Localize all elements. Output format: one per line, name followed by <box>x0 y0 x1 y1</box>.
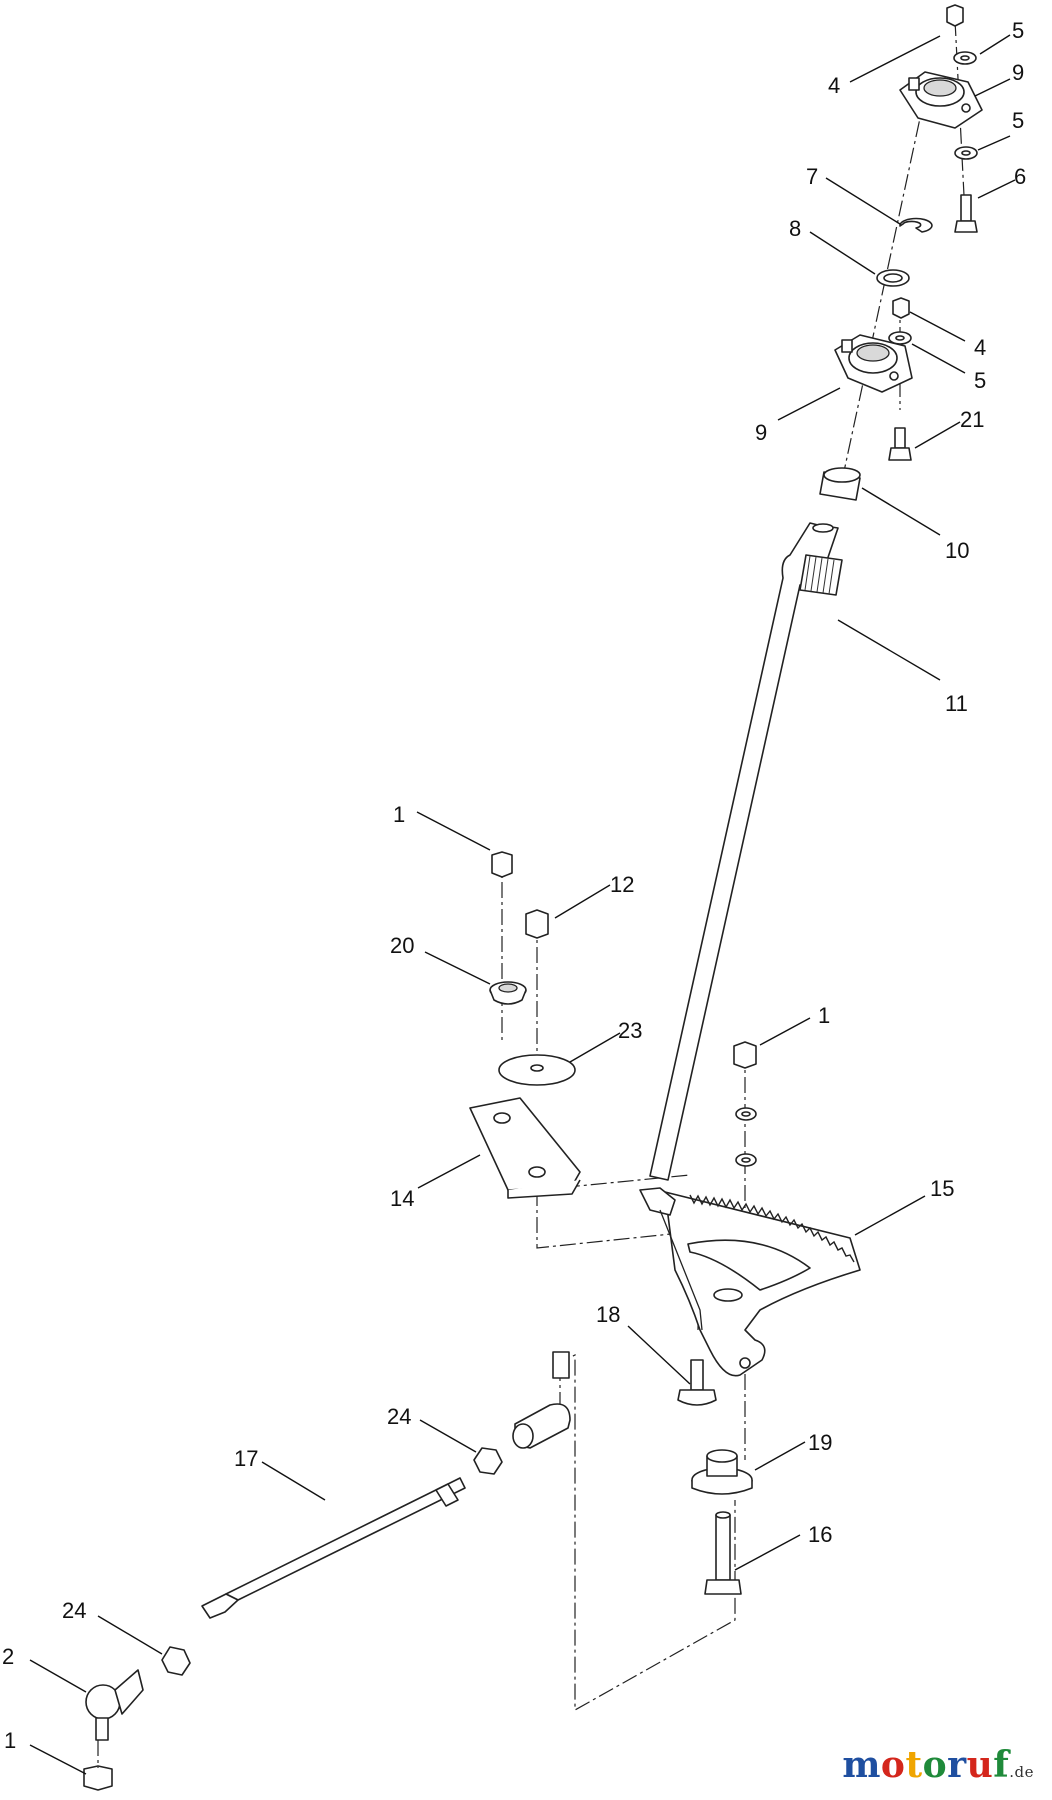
steering-shaft-assembly <box>649 467 861 1181</box>
callout-11: 11 <box>945 691 968 716</box>
nut-1-bottom <box>83 1765 113 1791</box>
steering-shaft-11 <box>649 522 843 1181</box>
callout-24-upper: 24 <box>387 1404 411 1429</box>
bushing-19 <box>691 1449 753 1495</box>
logo-letter: f <box>993 1744 1010 1786</box>
logo-letter: r <box>947 1744 967 1786</box>
callout-18: 18 <box>596 1302 620 1327</box>
bolt-21 <box>888 427 912 461</box>
callout-4-top: 4 <box>828 73 840 98</box>
callout-5-mid: 5 <box>1012 108 1024 133</box>
logo-domain-suffix: .de <box>1009 1763 1034 1781</box>
tie-rod-assembly <box>83 1351 571 1791</box>
nut-4-lower <box>892 297 910 319</box>
bushing-10 <box>819 467 861 501</box>
logo-letter: t <box>905 1744 923 1786</box>
callout-1-left: 1 <box>393 802 405 827</box>
bolt-6 <box>954 194 978 233</box>
sector-gear-15 <box>639 1187 861 1377</box>
motoruf-watermark-logo: motoruf.de <box>842 1744 1034 1786</box>
callout-8: 8 <box>789 216 801 241</box>
logo-letter: m <box>842 1744 881 1786</box>
callout-15: 15 <box>930 1176 954 1201</box>
washer-23 <box>498 1054 576 1086</box>
callout-7: 7 <box>806 164 818 189</box>
nut-12 <box>525 909 549 939</box>
callout-1-right: 1 <box>818 1003 830 1028</box>
callout-24-lower: 24 <box>62 1598 86 1623</box>
callout-4-lower: 4 <box>974 335 986 360</box>
callout-16: 16 <box>808 1522 832 1547</box>
callout-14: 14 <box>390 1186 414 1211</box>
callout-9-top: 9 <box>1012 60 1024 85</box>
nut-4-top <box>946 4 964 27</box>
bearing-flange-9-top <box>899 71 983 129</box>
callout-2: 2 <box>2 1644 14 1669</box>
right-hardware-stack <box>733 1041 757 1167</box>
callout-6: 6 <box>1014 164 1026 189</box>
callout-9-lower: 9 <box>755 420 767 445</box>
retaining-ring-7 <box>899 217 933 233</box>
callout-1-bottom: 1 <box>4 1728 16 1753</box>
plate-14 <box>469 1097 581 1199</box>
callout-20: 20 <box>390 933 414 958</box>
nut-24-lower <box>161 1646 191 1676</box>
leader-lines <box>29 34 1016 1775</box>
callout-12: 12 <box>610 872 634 897</box>
bearing-flange-9-lower <box>834 334 913 393</box>
nut-24-upper <box>473 1447 503 1475</box>
callout-19: 19 <box>808 1430 832 1455</box>
logo-letter: u <box>966 1744 994 1786</box>
bolt-16 <box>704 1511 742 1595</box>
callout-21: 21 <box>960 407 984 432</box>
nut-1-right <box>733 1041 757 1069</box>
logo-letter: o <box>880 1744 906 1786</box>
callout-23: 23 <box>618 1018 642 1043</box>
logo-letter: o <box>922 1744 948 1786</box>
ball-joint-upper <box>512 1351 571 1449</box>
nut-1-left <box>491 851 513 878</box>
left-hardware-stack <box>469 851 581 1199</box>
bolt-18 <box>677 1359 717 1406</box>
callout-5-lower: 5 <box>974 368 986 393</box>
tie-rod-17 <box>201 1477 466 1619</box>
grommet-20 <box>489 981 527 1005</box>
callout-17: 17 <box>234 1446 258 1471</box>
ball-joint-2 <box>85 1669 144 1741</box>
callout-5-top: 5 <box>1012 18 1024 43</box>
upper-bearing-assembly <box>834 4 983 461</box>
callout-10: 10 <box>945 538 969 563</box>
callout-numbers: 4 5 9 5 6 7 8 4 5 9 21 10 11 1 12 20 23 … <box>2 18 1026 1753</box>
